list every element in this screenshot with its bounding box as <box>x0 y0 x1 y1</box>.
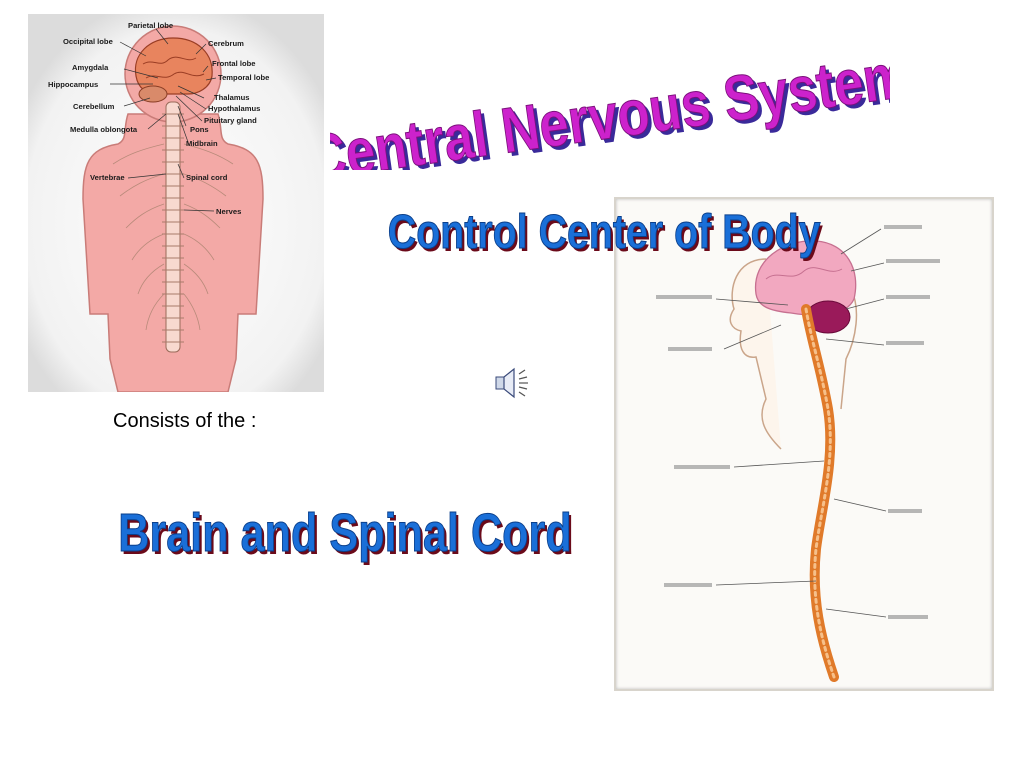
subtitle-text: Control Center of Body <box>388 205 821 259</box>
label-cerebrum: Cerebrum <box>208 39 244 48</box>
right-anatomy-figure <box>614 197 994 691</box>
nerve-branches <box>112 143 234 331</box>
label-parietal-lobe: Parietal lobe <box>128 21 173 30</box>
speaker-icon[interactable] <box>492 364 532 402</box>
brain-shape <box>134 37 213 95</box>
label-hypothalamus: Hypothalamus <box>208 104 260 113</box>
label-medulla-oblongata: Medulla oblongota <box>70 125 138 134</box>
label-amygdala: Amygdala <box>72 63 109 72</box>
slide-subtitle: Control Center of Body Control Center of… <box>387 205 823 262</box>
label-cerebellum: Cerebellum <box>73 102 115 111</box>
label-temporal-lobe: Temporal lobe <box>218 73 269 82</box>
brain-spinal-cord-text: Brain and Spinal Cord Brain and Spinal C… <box>118 503 574 566</box>
label-frontal-lobe: Frontal lobe <box>212 59 255 68</box>
spinal-column <box>165 101 181 353</box>
highlight-text: Brain and Spinal Cord <box>118 504 571 564</box>
label-occipital-lobe: Occipital lobe <box>63 37 113 46</box>
label-thalamus: Thalamus <box>214 93 249 102</box>
brain-shape-right <box>754 240 857 316</box>
label-midbrain: Midbrain <box>186 139 218 148</box>
label-spinal-cord: Spinal cord <box>186 173 228 182</box>
label-hippocampus: Hippocampus <box>48 80 98 89</box>
label-vertebrae: Vertebrae <box>90 173 125 182</box>
label-nerves: Nerves <box>216 207 241 216</box>
left-anatomy-figure: Parietal lobe Occipital lobe Cerebrum Am… <box>28 14 324 393</box>
slide-title: Central Nervous System Central Nervous S… <box>330 60 890 170</box>
consists-text: Consists of the : <box>113 410 257 432</box>
label-pons: Pons <box>190 125 209 134</box>
svg-text:Control Center of Body: Control Center of Body <box>390 208 823 262</box>
svg-text:Brain and Spinal Cord: Brain and Spinal Cord <box>121 507 574 566</box>
label-pituitary-gland: Pituitary gland <box>204 116 257 125</box>
